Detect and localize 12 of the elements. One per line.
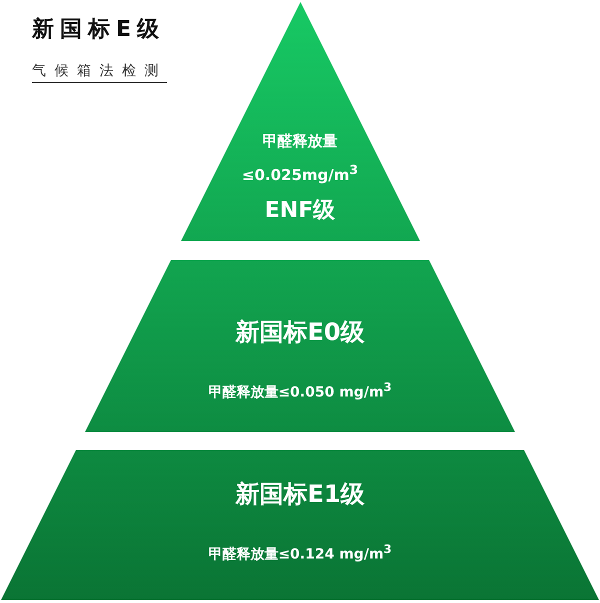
emission-limit-text: ≤0.025mg/m$^{3}$ [242,162,358,184]
tier-heading: ENF级 [264,198,336,224]
emission-limit-text: 甲醛释放量≤0.124 mg/m$^{3}$ [208,542,392,564]
pyramid-tier [85,260,515,432]
emission-limit-text: 甲醛释放量≤0.050 mg/m$^{3}$ [208,380,392,402]
subtitle: 气候箱法检测 [32,62,167,83]
tier-heading: 新国标E0级 [235,318,365,347]
title: 新国标E级 [32,16,166,44]
pyramid-top-triangle [180,2,420,241]
emission-limit-text: 甲醛释放量 [262,132,338,150]
tier-heading: 新国标E1级 [235,480,365,509]
pyramid-tier [1,450,599,600]
